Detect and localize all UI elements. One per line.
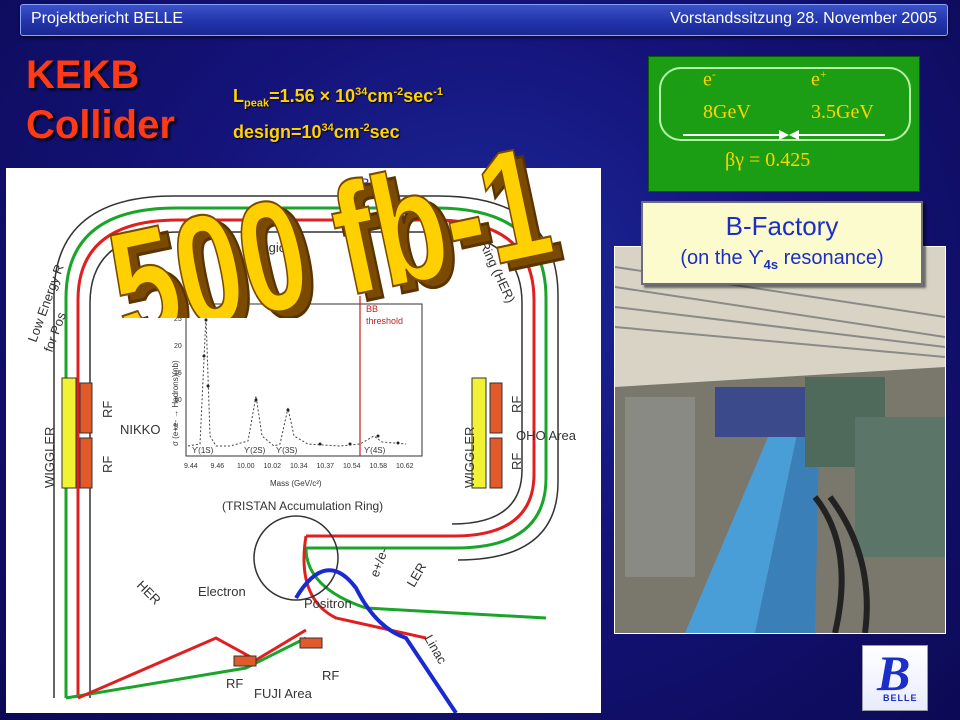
slide-title: KEKB Collider (26, 50, 175, 150)
electron-label: e- (703, 67, 716, 91)
rf-label: RF (322, 668, 339, 683)
plot-ytick: 15 (174, 370, 182, 377)
500-fb-label: 500 fb-1 500 fb-1 (94, 112, 575, 318)
threshold-bottom-label: threshold (366, 316, 403, 326)
e-plus-e-minus-label: e+/e- (367, 546, 391, 579)
positron-label: Positron (304, 596, 352, 611)
wiggler-right-label: WIGGLER (462, 427, 477, 488)
belle-logo-text: BELLE (883, 693, 918, 703)
plot-ytick: 5 (174, 424, 178, 431)
plot-ytick: 10 (174, 397, 182, 404)
header-bar: Projektbericht BELLE Vorstandssitzung 28… (20, 4, 948, 36)
plot-xtick: 9.46 (211, 463, 225, 470)
boost-value: βγ = 0.425 (725, 149, 811, 171)
photo-drawing (615, 247, 945, 633)
plot-xtick: 10.62 (396, 463, 414, 470)
rf-label: RF (100, 456, 115, 473)
beam-ring-outline (659, 67, 911, 141)
top-partial-label: a (B (344, 175, 370, 191)
rf-label: RF (509, 396, 524, 413)
plot-xtick: 10.58 (370, 463, 388, 470)
her-label: HER (134, 578, 164, 608)
beam-energy-box: e- e+ 8GeV 3.5GeV βγ = 0.425 (648, 56, 920, 192)
positron-energy: 3.5GeV (811, 101, 874, 123)
rf-label: RF (509, 453, 524, 470)
wiggler-left-label: WIGGLER (42, 427, 57, 488)
rf-label: RF (226, 676, 243, 691)
ler-label: LER (404, 560, 430, 589)
b-factory-callout: B-Factory (on the ϒ4s resonance) (641, 201, 923, 285)
electron-energy: 8GeV (703, 101, 751, 123)
ring-layout: a (B Low Energy R for Pos Region gy Ring… (25, 175, 577, 713)
plot-peak-label: ϒ(1S) (192, 446, 214, 455)
fuji-label: FUJI Area (254, 686, 313, 701)
rf-label: RF (100, 401, 115, 418)
beam-arrows (683, 130, 885, 140)
header-left: Projektbericht BELLE (31, 10, 184, 27)
plot-xlabel: Mass (GeV/c²) (270, 479, 322, 488)
accelerator-photo (614, 246, 946, 634)
plot-ylabel: σ (e+e- → Hadrons)(nb) (171, 360, 180, 446)
plot-xtick: 9.44 (184, 463, 198, 470)
plot-peak-label: ϒ(4S) (364, 446, 386, 455)
title-line1: KEKB (26, 53, 140, 97)
plot-xtick: 10.37 (317, 463, 335, 470)
peak-luminosity: Lpeak=1.56 × 1034cm-2sec-1 (233, 86, 444, 110)
design-luminosity: design=1034cm-2sec (233, 121, 400, 142)
positron-label: e+ (811, 67, 827, 91)
plot-peak-label: ϒ(3S) (276, 446, 298, 455)
upsilon-plot: BB threshold σ (e+e- → Hadrons)(nb) 5 10 1… (170, 296, 428, 492)
plot-peak-label: ϒ(2S) (244, 446, 266, 455)
tristan-label: (TRISTAN Accumulation Ring) (222, 499, 383, 513)
500-fb-text: 500 fb-1 (95, 113, 564, 318)
plot-xtick: 10.02 (264, 463, 282, 470)
b-factory-title: B-Factory (725, 211, 839, 241)
plot-svg: BB threshold σ (e+e- → Hadrons)(nb) 5 10 1… (171, 296, 423, 488)
oho-label: OHO Area (516, 428, 577, 443)
plot-ytick: 25 (174, 316, 182, 323)
plot-ytick: 20 (174, 343, 182, 350)
electron-label: Electron (198, 584, 246, 599)
plot-xtick: 10.54 (343, 463, 361, 470)
plot-xtick: 10.00 (237, 463, 255, 470)
belle-logo-letter: B (877, 645, 911, 701)
plot-xtick: 10.34 (290, 463, 308, 470)
threshold-top-label: BB (366, 304, 378, 314)
linac-label: Linac (421, 632, 450, 667)
nikko-label: NIKKO (120, 422, 160, 437)
title-line2: Collider (26, 103, 175, 147)
header-right: Vorstandssitzung 28. November 2005 (670, 10, 937, 27)
b-factory-subtitle: (on the ϒ4s resonance) (680, 247, 884, 272)
luminosity-text: Lpeak=1.56 × 1034cm-2sec-1 design=1034cm… (233, 80, 443, 144)
region-label: Region (252, 240, 293, 255)
belle-logo: B BELLE (862, 645, 928, 711)
